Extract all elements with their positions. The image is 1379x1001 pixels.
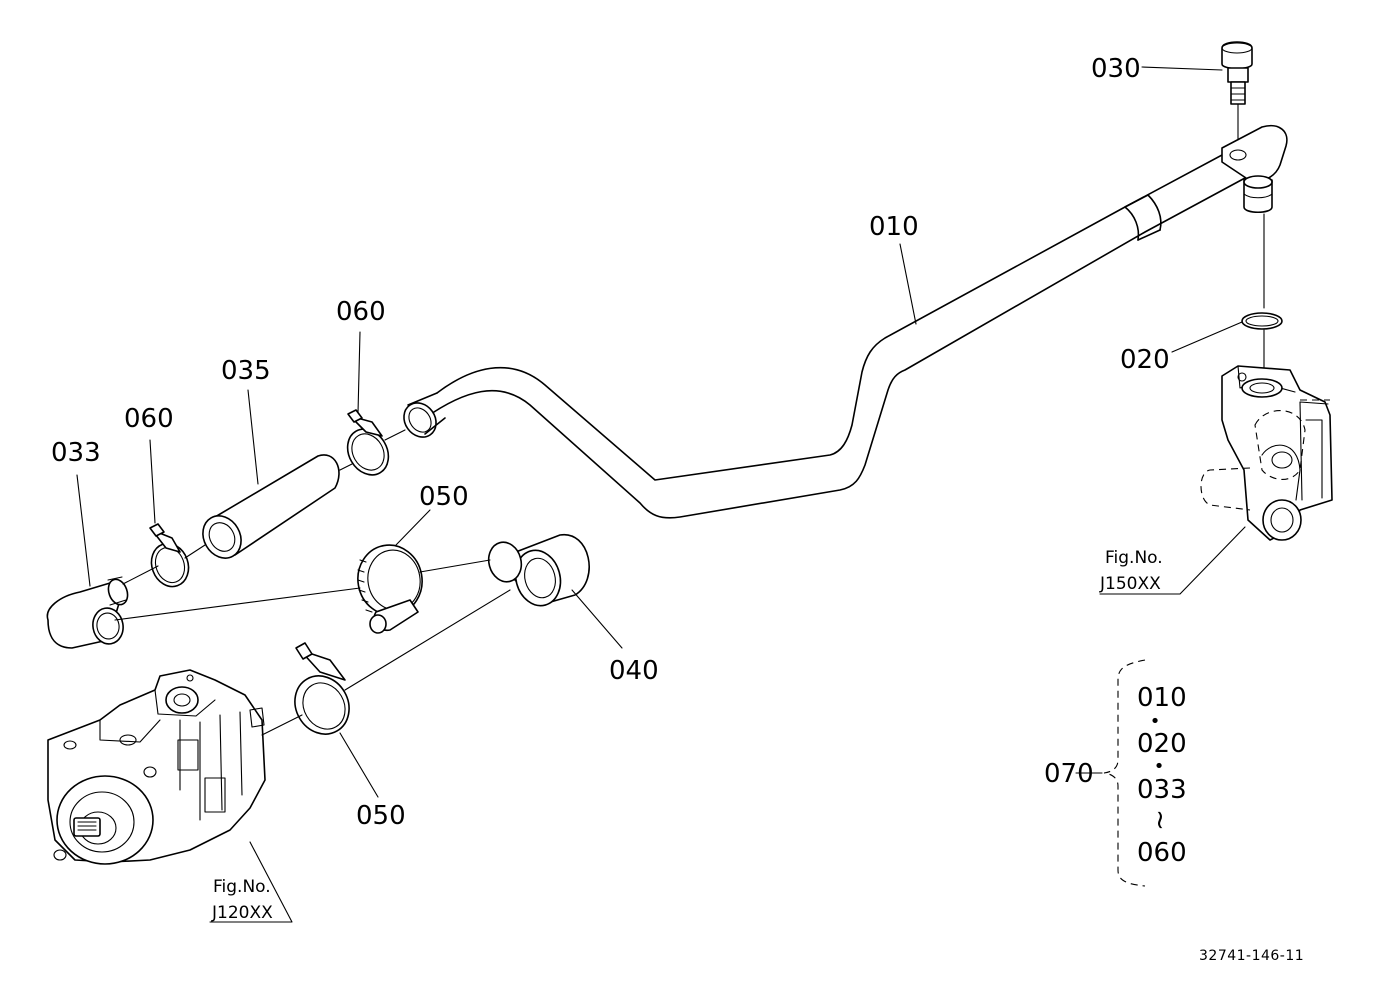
label-020: 020 [1120,345,1170,375]
group-item-3: 033 [1137,775,1187,805]
fig-ref-right-prefix: Fig.No. [1105,548,1163,568]
fig-ref-right-code: J150XX [1099,574,1161,594]
main-pipe-010 [403,125,1288,519]
banjo-bolt-030 [1221,41,1253,141]
fig-ref-left-code: J120XX [211,903,273,923]
group-separator-1: • [1150,711,1161,732]
assembly-group-070: 070 010 • 020 • 033 ~ 060 [1044,659,1187,887]
label-035: 035 [221,356,271,386]
group-item-1: 010 [1137,683,1187,713]
elbow-hose-033 [46,576,129,649]
reducer-hose-040 [487,534,590,607]
clamp-050-top [357,544,423,634]
label-060-upper: 060 [336,297,386,327]
assembly-lines [114,429,511,736]
clamp-050-bottom [294,642,350,735]
right-housing [1200,365,1333,541]
leader-lines [76,66,1246,923]
group-separator-2: • [1154,756,1165,777]
clamp-060-upper [346,409,390,476]
left-pump-housing [47,669,266,865]
group-separator-3: ~ [1145,809,1175,831]
label-040: 040 [609,656,659,686]
o-ring-020 [1241,213,1283,379]
label-060-left: 060 [124,404,174,434]
group-item-4: 060 [1137,838,1187,868]
document-id: 32741-146-11 [1199,948,1304,964]
label-010: 010 [869,212,919,242]
fig-ref-left-prefix: Fig.No. [213,877,271,897]
label-033: 033 [51,438,101,468]
group-label-070: 070 [1044,759,1094,789]
label-050-bottom: 050 [356,801,406,831]
label-030: 030 [1091,54,1141,84]
figure-ref-right: Fig.No. J150XX [1099,548,1163,594]
figure-ref-left: Fig.No. J120XX [211,877,273,923]
label-050-top: 050 [419,482,469,512]
straight-hose-035 [202,454,340,559]
group-item-2: 020 [1137,729,1187,759]
clamp-060-left [149,523,190,588]
part-labels: 030 010 020 060 035 060 033 050 040 050 [51,54,1170,831]
